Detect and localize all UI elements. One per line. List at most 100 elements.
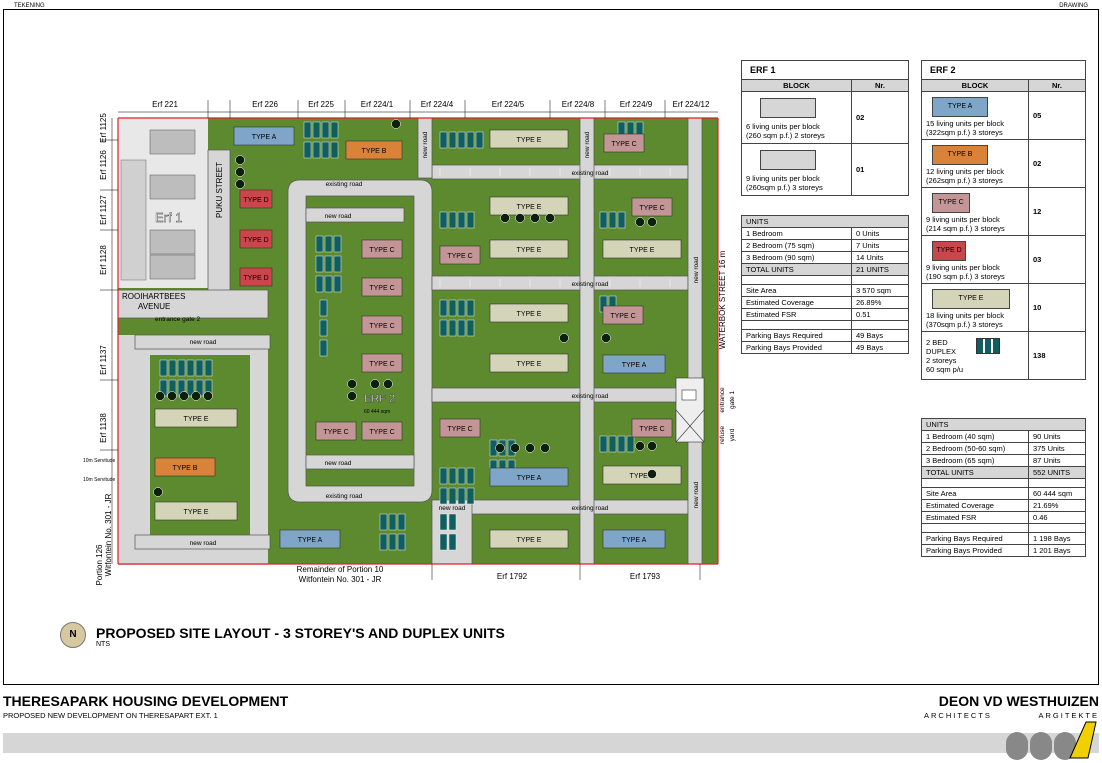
corner-label-left: TEKENING — [14, 3, 45, 9]
unit-type: 1 Bedroom — [741, 227, 852, 240]
stat-value: 21.69% — [1028, 499, 1086, 512]
erf2-label: ERF 2 — [364, 393, 395, 405]
duplex-unit — [599, 211, 608, 229]
tree-icon — [647, 469, 657, 479]
duplex-unit — [333, 235, 342, 253]
erf-label: Erf 224/12 — [673, 100, 710, 109]
block-label: TYPE E — [630, 247, 655, 254]
duplex-desc: 60 sqm p/u — [926, 364, 964, 374]
block-type-c — [631, 418, 673, 438]
duplex-unit — [457, 467, 466, 485]
vertical-road-mid — [579, 117, 595, 565]
erf-label: Erf 221 — [152, 100, 178, 109]
duplex-unit — [159, 359, 168, 377]
bottom-label: Witfontein No. 301 - JR — [299, 575, 382, 584]
block-label: TYPE A — [252, 134, 277, 141]
title-bar — [3, 733, 1099, 753]
road-label: new road — [325, 460, 352, 467]
tree-icon — [647, 441, 657, 451]
duplex-unit — [466, 487, 475, 505]
duplex-unit — [204, 359, 213, 377]
erf1-block-icon — [760, 149, 816, 170]
type-a-swatch: TYPE A — [932, 96, 988, 117]
block-label: TYPE A — [622, 362, 647, 369]
unit-count: 87 Units — [1028, 454, 1086, 467]
duplex-unit — [439, 131, 448, 149]
duplex-unit — [475, 131, 484, 149]
block-type-a — [602, 529, 666, 549]
erf-label: Erf 1137 — [99, 345, 108, 375]
block-label: TYPE D — [243, 197, 268, 204]
block-label: TYPE E — [630, 473, 655, 480]
unit-type: 2 Bedroom (50-60 sqm) — [921, 442, 1029, 455]
corner-label-right: DRAWING — [1059, 3, 1088, 9]
road-label: new road — [190, 339, 217, 346]
duplex-unit — [448, 513, 457, 531]
block-label: TYPE E — [184, 416, 209, 423]
duplex-unit — [315, 275, 324, 293]
project-subtitle: PROPOSED NEW DEVELOPMENT ON THERESAPART … — [3, 711, 218, 720]
block-type-c — [602, 305, 644, 325]
refuse-label: yard — [729, 428, 736, 441]
road-label: existing road — [572, 393, 609, 400]
block-type-d — [239, 267, 273, 287]
duplex-unit — [186, 379, 195, 397]
erf2-area-label: 60 444 sqm — [364, 409, 390, 415]
block-type-e — [489, 129, 569, 149]
erf-label: Erf 224/8 — [562, 100, 595, 109]
new-road-lower — [305, 454, 415, 470]
total-value: 21 UNITS — [851, 263, 909, 276]
road-label: new road — [584, 131, 591, 158]
duplex-unit — [466, 131, 475, 149]
tree-icon — [235, 179, 245, 189]
units-header: UNITS — [741, 215, 909, 228]
parking-label: Parking Bays Required — [741, 329, 852, 342]
col-nr: Nr. — [1028, 79, 1086, 92]
duplex-unit — [388, 513, 397, 531]
block-label: TYPE C — [369, 247, 394, 254]
block-desc: 9 living units per block — [746, 173, 820, 183]
stat-value: 3 570 sqm — [851, 284, 909, 297]
unit-count: 7 Units — [851, 239, 909, 252]
col-block: BLOCK — [921, 79, 1029, 92]
road-label: existing road — [326, 181, 363, 188]
erf-label: Erf 1125 — [99, 113, 108, 143]
block-label: TYPE E — [517, 361, 542, 368]
tree-icon — [647, 217, 657, 227]
tree-icon — [540, 443, 550, 453]
duplex-unit — [397, 533, 406, 551]
stat-label: Estimated FSR — [741, 308, 852, 321]
erf1-label: Erf 1 — [155, 210, 182, 225]
duplex-unit — [319, 299, 328, 317]
stat-label: Site Area — [921, 487, 1029, 500]
block-desc: (370sqm p.f.) 3 storeys — [926, 319, 1003, 329]
duplex-unit — [448, 211, 457, 229]
bottom-label: Erf 1792 — [497, 572, 528, 581]
unit-count: 14 Units — [851, 251, 909, 264]
duplex-unit — [608, 211, 617, 229]
firm-architects: ARCHITECTS — [924, 711, 992, 720]
block-label: TYPE E — [517, 247, 542, 254]
block-type-d — [239, 229, 273, 249]
new-road-left-bottom — [134, 534, 271, 550]
firm-logo — [1006, 721, 1097, 760]
duplex-unit — [315, 255, 324, 273]
block-type-e — [602, 239, 682, 259]
road-label: existing road — [572, 170, 609, 177]
duplex-unit — [466, 211, 475, 229]
block-type-a — [489, 467, 569, 487]
tree-icon — [515, 213, 525, 223]
tree-icon — [155, 391, 165, 401]
block-label: TYPE C — [639, 205, 664, 212]
unit-count: 90 Units — [1028, 430, 1086, 443]
tree-icon — [153, 487, 163, 497]
block-label: TYPE C — [447, 426, 472, 433]
refuse-label: refuse — [719, 426, 726, 444]
duplex-unit — [617, 211, 626, 229]
block-label: TYPE E — [517, 204, 542, 211]
duplex-unit — [626, 435, 635, 453]
block-type-e — [154, 501, 238, 521]
